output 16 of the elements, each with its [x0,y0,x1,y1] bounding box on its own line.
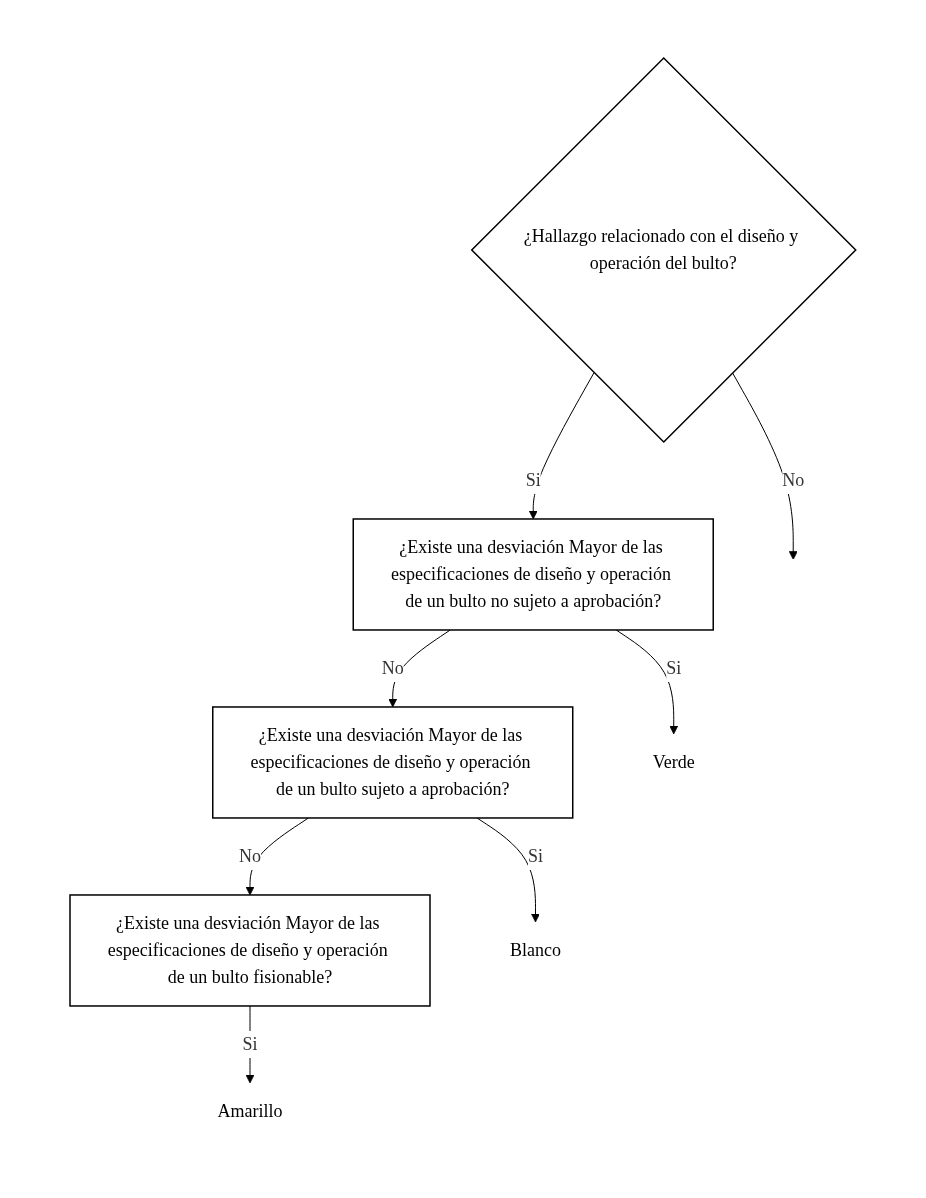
node-box: ¿Existe una desviación Mayor de las especificaciones de diseño y operación de un bulto fisionable? [69,894,431,1007]
edge-label: Si [525,470,541,490]
edge-label: Si [242,1033,258,1054]
node-text: Verde [652,752,695,772]
edge-label: Si [528,845,544,866]
node-text: Amarillo [217,1100,283,1121]
node-text: Blanco [510,939,562,960]
node-box: ¿Existe una desviación Mayor de las especificaciones de diseño y operación de un bulto sujeto a aprobación? [212,706,574,819]
edge-label: No [782,470,805,490]
edge-label: No [239,845,262,866]
node-box: ¿Existe una desviación Mayor de las especificaciones de diseño y operación de un bulto no sujeto a aprobación? [352,518,715,631]
node-diamond: ¿Hallazgo relacionado con el diseño y operación del bulto? [470,56,857,444]
edge-label: No [381,658,404,678]
arrow [476,817,540,923]
arrow [732,372,798,560]
edge-label: Si [666,658,682,678]
